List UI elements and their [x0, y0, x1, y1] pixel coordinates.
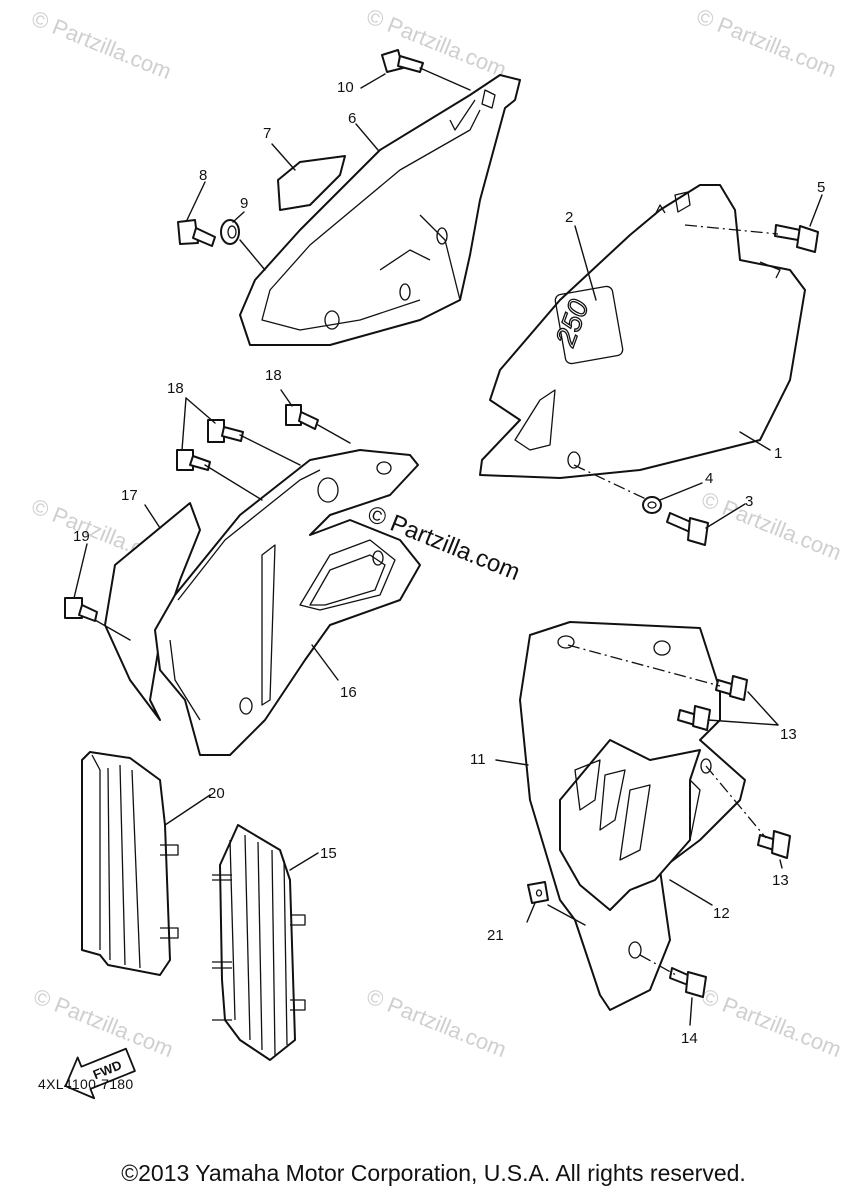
watermark: © Partzilla.com	[363, 983, 510, 1062]
leader-lines	[73, 67, 823, 1026]
fwd-arrow-shape	[64, 1047, 136, 1100]
label-2: 2	[565, 209, 573, 226]
clip-21	[527, 881, 549, 904]
bolt-14	[669, 967, 707, 998]
part-labels: 1 2 3 4 5 6 7 8 9 10 11 12 13 13 14 15 1…	[73, 79, 825, 1047]
bolt-13a	[715, 675, 748, 701]
label-5: 5	[817, 179, 825, 196]
part-12-decal	[559, 739, 701, 911]
bolt-18b	[176, 449, 211, 471]
bolt-18a	[207, 419, 244, 443]
diagram-code: 4XL4100-7180	[38, 1076, 134, 1092]
bolt-8	[177, 219, 216, 247]
collar-9	[220, 219, 240, 245]
watermark: © Partzilla.com	[363, 3, 510, 82]
label-20: 20	[208, 785, 225, 802]
label-1: 1	[774, 445, 782, 462]
label-6: 6	[348, 110, 356, 127]
label-10: 10	[337, 79, 354, 96]
part-15-radiator-louver	[212, 824, 306, 1061]
bolt-19	[64, 597, 98, 622]
label-21: 21	[487, 927, 504, 944]
label-16: 16	[340, 684, 357, 701]
bolt-5	[774, 224, 819, 253]
part-6-side-cover-upper	[239, 74, 521, 346]
part-16-shroud	[154, 449, 421, 756]
label-8: 8	[199, 167, 207, 184]
label-18a: 18	[167, 380, 184, 397]
bolt-3	[666, 512, 709, 546]
copyright-notice: ©2013 Yamaha Motor Corporation, U.S.A. A…	[121, 1160, 746, 1186]
watermark: © Partzilla.com	[693, 3, 840, 82]
fwd-arrow: FWD	[64, 1047, 136, 1100]
part-20-radiator-guard	[81, 751, 179, 976]
label-7: 7	[263, 125, 271, 142]
label-15: 15	[320, 845, 337, 862]
watermark: © Partzilla.com	[698, 983, 845, 1062]
bolt-13c	[757, 830, 791, 859]
label-12: 12	[713, 905, 730, 922]
part-1-side-cover-right	[479, 184, 806, 479]
label-9: 9	[240, 195, 248, 212]
bolt-10	[381, 49, 424, 73]
label-11: 11	[470, 751, 486, 768]
bolt-18c	[285, 404, 319, 430]
label-13a: 13	[780, 726, 797, 743]
label-17: 17	[121, 487, 138, 504]
watermark: © Partzilla.com	[698, 486, 845, 565]
label-3: 3	[745, 493, 753, 510]
part-17-shroud-inner	[104, 502, 201, 721]
label-4: 4	[705, 470, 713, 487]
label-19: 19	[73, 528, 90, 545]
watermark: © Partzilla.com	[28, 5, 175, 84]
label-14: 14	[681, 1030, 698, 1047]
watermark: © Partzilla.com	[30, 983, 177, 1062]
bolt-13b	[677, 705, 711, 731]
label-13b: 13	[772, 872, 789, 889]
fasteners	[64, 49, 819, 998]
label-18b: 18	[265, 367, 282, 384]
collar-4	[642, 496, 662, 514]
